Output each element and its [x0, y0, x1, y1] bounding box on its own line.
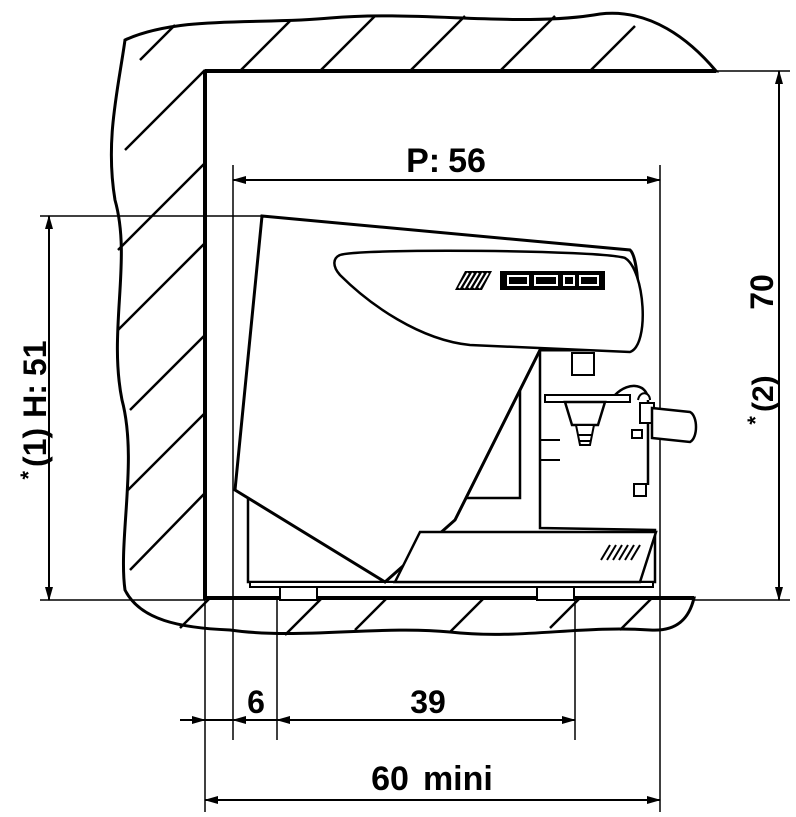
wall-hatching [117, 15, 653, 636]
height-label: *(1)H:51 [16, 340, 53, 479]
feet-spacing-label: 39 [410, 684, 446, 720]
group-head [571, 352, 595, 376]
drip-tray-grille [600, 544, 641, 561]
niche-height-note: *(2) [743, 375, 780, 424]
offset-label: 6 [247, 684, 265, 720]
front-foot [279, 586, 318, 601]
portafilter [563, 400, 607, 427]
niche-height-label: 70 [744, 274, 780, 310]
drip-tray [392, 530, 658, 584]
rear-foot [536, 586, 575, 601]
coffee-machine [233, 214, 698, 601]
depth-label: P:56 [406, 142, 486, 180]
dimension-arrows [45, 70, 783, 804]
steam-knob [650, 406, 698, 444]
brand-logo-cutouts [458, 272, 599, 289]
